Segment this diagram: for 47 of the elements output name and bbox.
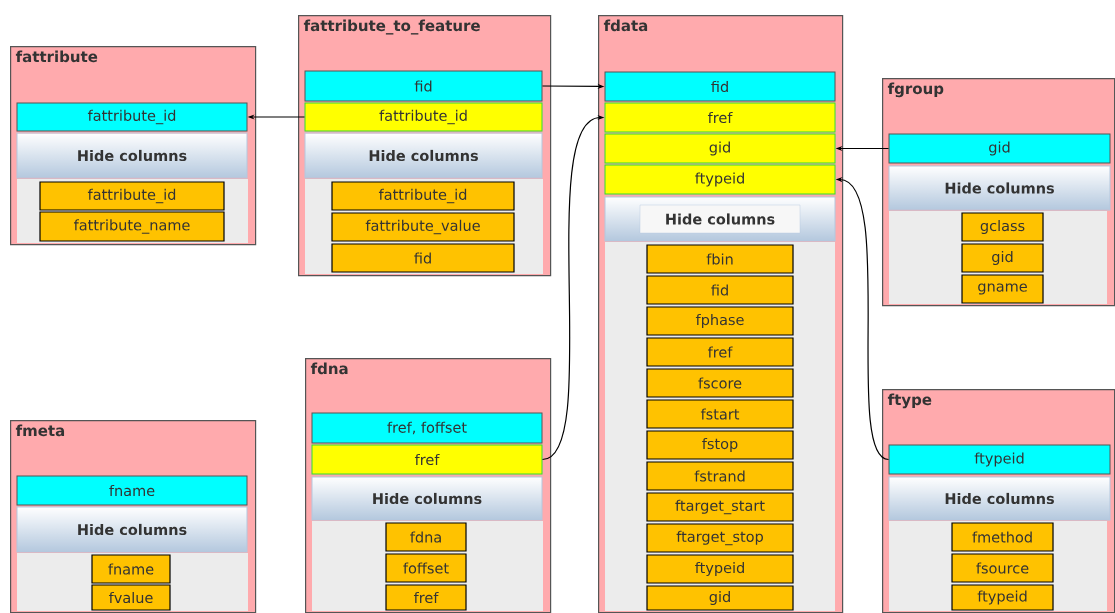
hide-columns-button: Hide columns [311,476,543,521]
column-row: fvalue [91,584,171,611]
column-row: fstart [646,399,794,429]
column-row: gname [961,274,1044,304]
hide-columns-button: Hide columns [304,132,543,179]
column-row: fscore [646,368,794,398]
primary-key-row: fid [304,70,543,102]
foreign-key-row: ftypeid [604,164,836,195]
column-row: fstop [646,430,794,460]
primary-key-row: fref, foffset [311,412,543,444]
hide-columns-button: Hide columns [16,506,248,553]
primary-key-row: ftypeid [888,444,1111,475]
column-row: fsource [951,553,1054,583]
primary-key-row: fid [604,71,836,102]
column-row: fdna [385,522,467,552]
foreign-key-row: fref [311,444,543,475]
column-row: fattribute_name [39,211,225,242]
column-row: fattribute_id [39,181,225,211]
column-row: ftarget_stop [646,523,794,553]
column-row: fmethod [951,522,1054,552]
hide-columns-button: Hide columns [16,132,248,179]
hide-columns-button: Hide columns [604,196,836,242]
foreign-key-row: fref [604,102,836,133]
column-row: gid [961,243,1044,273]
column-row: fid [331,243,515,273]
column-row: gclass [961,212,1044,242]
column-row: ftarget_start [646,492,794,522]
hide-columns-button: Hide columns [888,476,1111,521]
column-row: fphase [646,306,794,336]
column-row: fref [385,584,467,611]
foreign-key-row: fattribute_id [304,102,543,132]
primary-key-row: fattribute_id [16,102,248,132]
column-row: gid [646,585,794,611]
column-row: fattribute_value [331,212,515,242]
column-row: fname [91,554,171,584]
column-row: fref [646,337,794,367]
hide-columns-button: Hide columns [888,165,1111,211]
column-row: ftypeid [951,584,1054,611]
column-row: fid [646,275,794,305]
column-row: ftypeid [646,554,794,584]
column-row: fattribute_id [331,181,515,211]
column-row: fstrand [646,461,794,491]
primary-key-row: gid [888,133,1111,164]
foreign-key-row: gid [604,133,836,164]
column-row: fbin [646,244,794,274]
primary-key-row: fname [16,475,248,506]
column-row: foffset [385,553,467,583]
